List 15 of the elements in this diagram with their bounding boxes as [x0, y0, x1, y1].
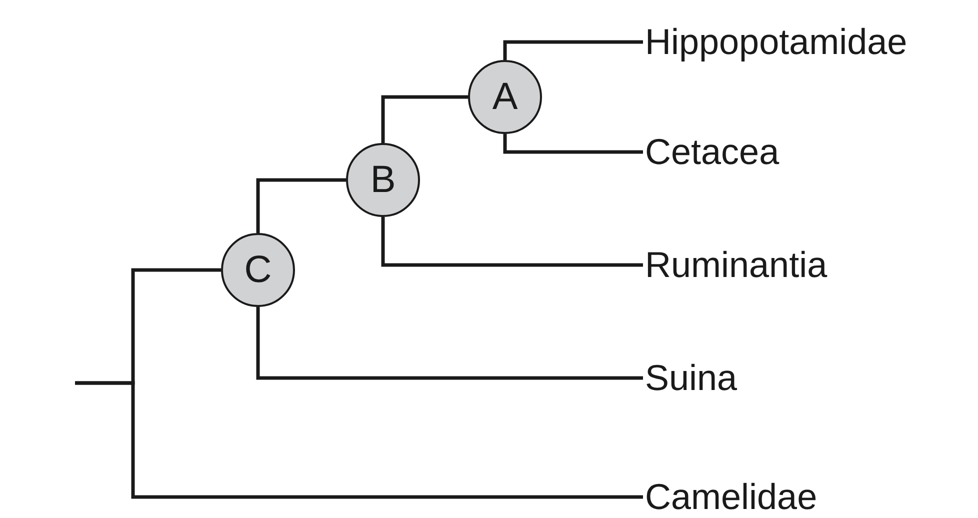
tree-branch — [381, 95, 468, 143]
clade-node-circle: A — [468, 60, 542, 134]
taxon-label: Hippopotamidae — [645, 17, 908, 67]
tree-branch — [503, 40, 643, 60]
taxon-label: Suina — [645, 353, 738, 403]
tree-branch — [381, 217, 643, 267]
taxon-label: Camelidae — [645, 472, 818, 518]
clade-node-circle: B — [346, 143, 420, 217]
tree-branch — [256, 307, 643, 380]
tree-branch — [256, 178, 346, 233]
tree-branch — [503, 134, 643, 154]
taxon-label: Ruminantia — [645, 240, 828, 290]
taxon-label: Cetacea — [645, 127, 780, 177]
clade-node-circle: C — [221, 233, 295, 307]
tree-branch — [75, 381, 643, 499]
